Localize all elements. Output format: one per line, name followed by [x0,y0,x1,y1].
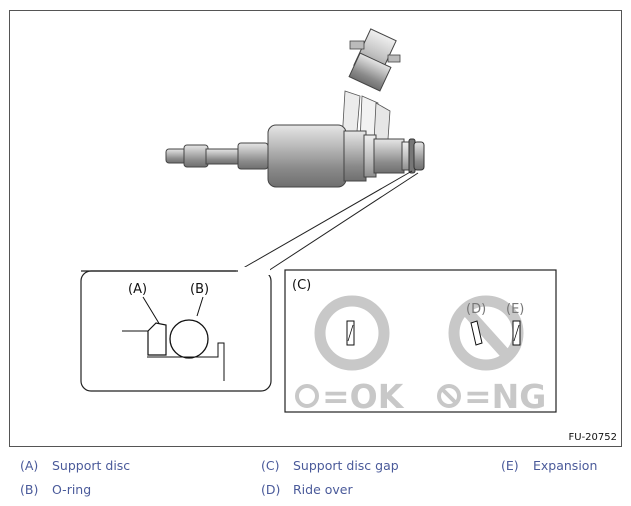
ng-label: =NG [464,377,546,416]
legend-item-e: (E) Expansion [501,458,597,473]
legend-item-d: (D) Ride over [261,482,353,497]
injector-nozzle [165,142,269,170]
legend-item-c: (C) Support disc gap [261,458,399,473]
disc-gap-ok-hatch [347,324,354,342]
injector-body [267,124,425,188]
legend-item-a: (A) Support disc [20,458,130,473]
callout-label-d: (D) [466,302,486,317]
expansion-hatch [513,324,520,342]
legend-letter: (B) [20,482,39,497]
legend-text: Support disc [52,458,131,473]
legend-text: Expansion [533,458,598,473]
legend: (A) Support disc (B) O-ring (C) Support dis… [0,452,631,506]
ok-ng-panel: (C) (D) (E) =OK =NG [284,269,557,416]
leader-line-b [196,296,204,317]
ride-over-mark [470,320,483,346]
injector-connector [341,28,401,144]
ok-label: =OK [322,377,405,416]
ng-small-circle-icon [437,384,461,408]
leader-line [267,172,419,272]
o-ring-shape [169,319,209,359]
figure-code: FU-20752 [568,432,618,443]
legend-letter: (C) [261,458,280,473]
ng-small-slash-icon [440,387,458,405]
legend-item-b: (B) O-ring [20,482,91,497]
support-disc-shape [147,322,167,356]
ok-small-circle-icon [295,384,319,408]
groove-outline [147,342,225,381]
legend-letter: (E) [501,458,519,473]
ok-circle-symbol [314,295,390,371]
diagram-canvas: (A) (B) (C) (D) (E) [80,28,557,416]
callout-label-e: (E) [506,302,524,317]
leader-line-a [142,296,161,326]
callout-label-c: (C) [292,278,311,293]
detail-callout-box: (A) (B) [80,267,272,392]
legend-text: Ride over [293,482,353,497]
legend-letter: (D) [261,482,281,497]
legend-letter: (A) [20,458,39,473]
fuel-injector-illustration [165,28,425,272]
legend-text: Support disc gap [293,458,399,473]
legend-text: O-ring [52,482,92,497]
ng-slash-symbol [460,305,514,362]
callout-label-a: (A) [128,282,147,297]
leader-line [237,170,413,272]
diagram-figure: (A) (B) (C) (D) (E) [9,10,622,447]
callout-label-b: (B) [190,282,209,297]
